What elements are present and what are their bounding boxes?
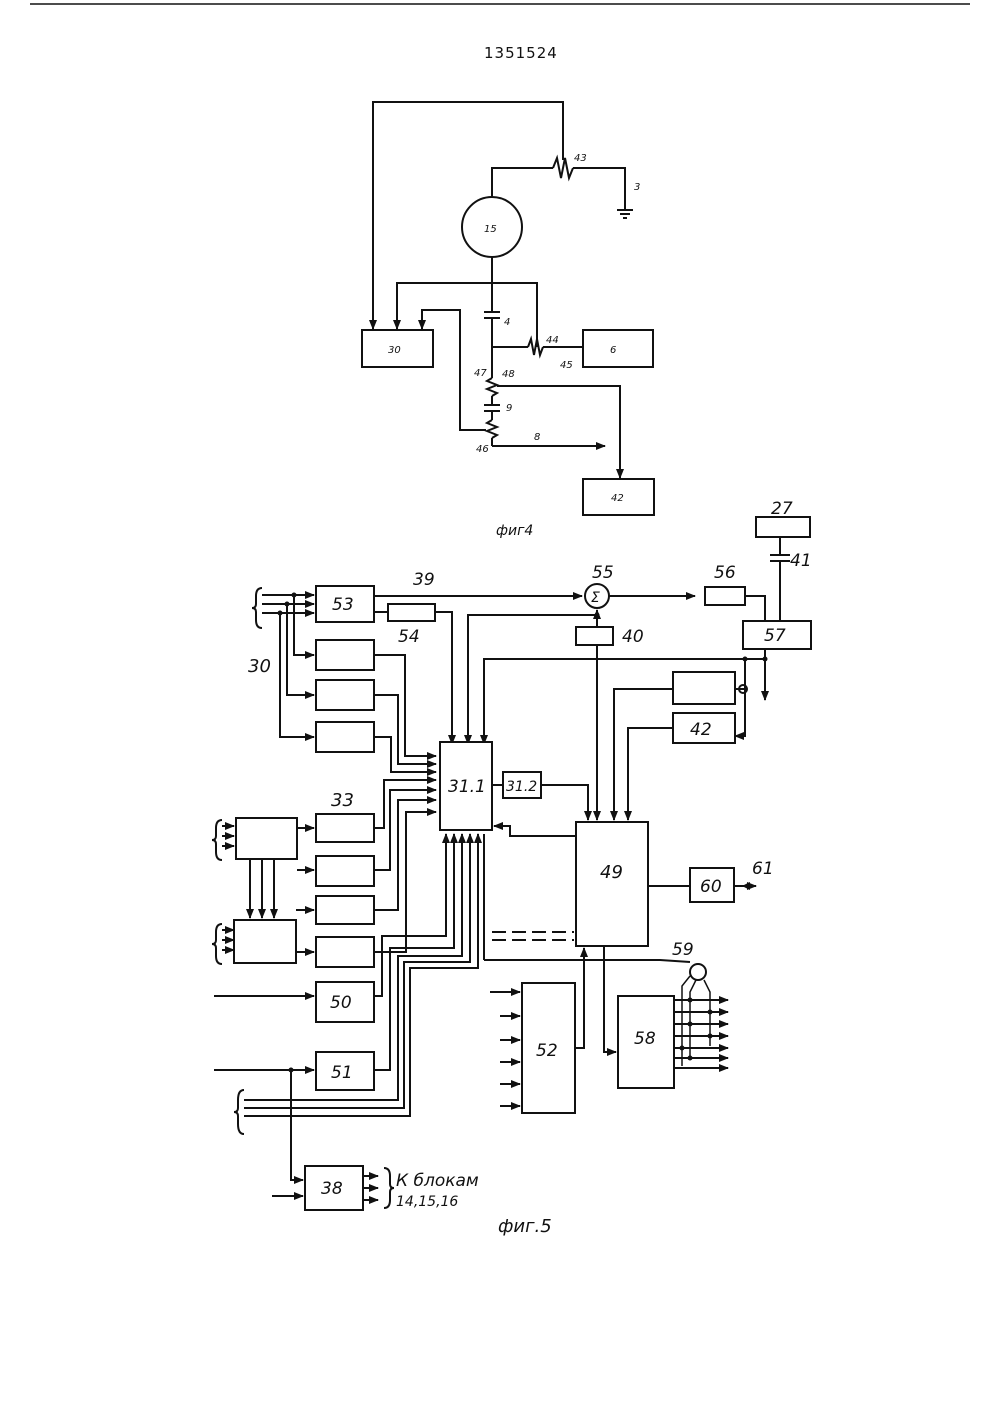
block-53-label: 53 xyxy=(332,595,354,615)
label-33-group: 33 xyxy=(331,790,354,811)
block-6-label: 6 xyxy=(610,345,616,356)
label-39: 39 xyxy=(413,570,435,590)
sigma-symbol: Σ xyxy=(591,590,600,606)
label-27: 27 xyxy=(771,499,793,519)
coil-44 xyxy=(528,339,543,355)
document-number: 1351524 xyxy=(484,44,558,62)
fig5: 30 53 54 39 Σ 55 40 56 57 27 xyxy=(212,499,812,1237)
block-42-fig5-label: 42 xyxy=(690,720,712,740)
label-3: 3 xyxy=(634,182,640,193)
coil-46 xyxy=(487,420,497,438)
label-30-group: 30 xyxy=(248,656,271,677)
label-55: 55 xyxy=(592,563,614,583)
block-49-label: 49 xyxy=(600,862,623,883)
block-58-label: 58 xyxy=(634,1029,656,1049)
label-9: 9 xyxy=(506,403,512,414)
fig4-caption: фиг4 xyxy=(496,523,533,539)
block-52-label: 52 xyxy=(536,1041,558,1061)
block-56 xyxy=(705,587,745,605)
block-33-input-b xyxy=(234,920,296,963)
block-30-b xyxy=(316,680,374,710)
label-54: 54 xyxy=(398,627,420,647)
label-40: 40 xyxy=(622,627,644,647)
block-30-a xyxy=(316,640,374,670)
block-42-fig4-label: 42 xyxy=(611,493,624,504)
block-30-c xyxy=(316,722,374,752)
label-61: 61 xyxy=(752,859,774,879)
block-unlabeled-right xyxy=(673,672,735,704)
block-33-d xyxy=(316,937,374,967)
block-50-label: 50 xyxy=(330,993,352,1013)
label-44: 44 xyxy=(546,335,559,346)
block-33-input-a xyxy=(236,818,297,859)
block-31-2-label: 31.2 xyxy=(506,779,537,795)
block-51-label: 51 xyxy=(331,1063,353,1083)
fig4: 15 43 3 4 44 45 30 6 47 48 xyxy=(362,102,654,539)
block-31-1-label: 31.1 xyxy=(448,777,486,797)
block-49 xyxy=(576,822,648,946)
label-48: 48 xyxy=(502,369,515,380)
label-45: 45 xyxy=(560,360,573,371)
element-59 xyxy=(690,964,706,980)
block-54 xyxy=(388,604,435,621)
block-38-label: 38 xyxy=(321,1179,343,1199)
label-47: 47 xyxy=(474,368,487,379)
note-line-1: К блокам xyxy=(396,1171,479,1191)
block-60-label: 60 xyxy=(700,877,722,897)
block-33-a xyxy=(316,814,374,842)
block-30-label: 30 xyxy=(388,345,401,356)
label-8: 8 xyxy=(534,432,540,443)
note-line-2: 14,15,16 xyxy=(396,1194,458,1210)
label-46: 46 xyxy=(476,444,489,455)
label-4: 4 xyxy=(504,317,510,328)
label-41: 41 xyxy=(790,551,812,571)
generator-15-label: 15 xyxy=(484,224,497,235)
block-33-c xyxy=(316,896,374,924)
label-43: 43 xyxy=(574,153,587,164)
coil-47-48 xyxy=(487,378,497,396)
fig5-caption: фиг.5 xyxy=(498,1216,552,1237)
block-40 xyxy=(576,627,613,645)
block-27 xyxy=(756,517,810,537)
block-6 xyxy=(583,330,653,367)
coil-43 xyxy=(553,158,573,178)
label-59: 59 xyxy=(672,940,694,960)
label-56: 56 xyxy=(714,563,736,583)
block-33-b xyxy=(316,856,374,886)
block-57-label: 57 xyxy=(764,626,786,646)
